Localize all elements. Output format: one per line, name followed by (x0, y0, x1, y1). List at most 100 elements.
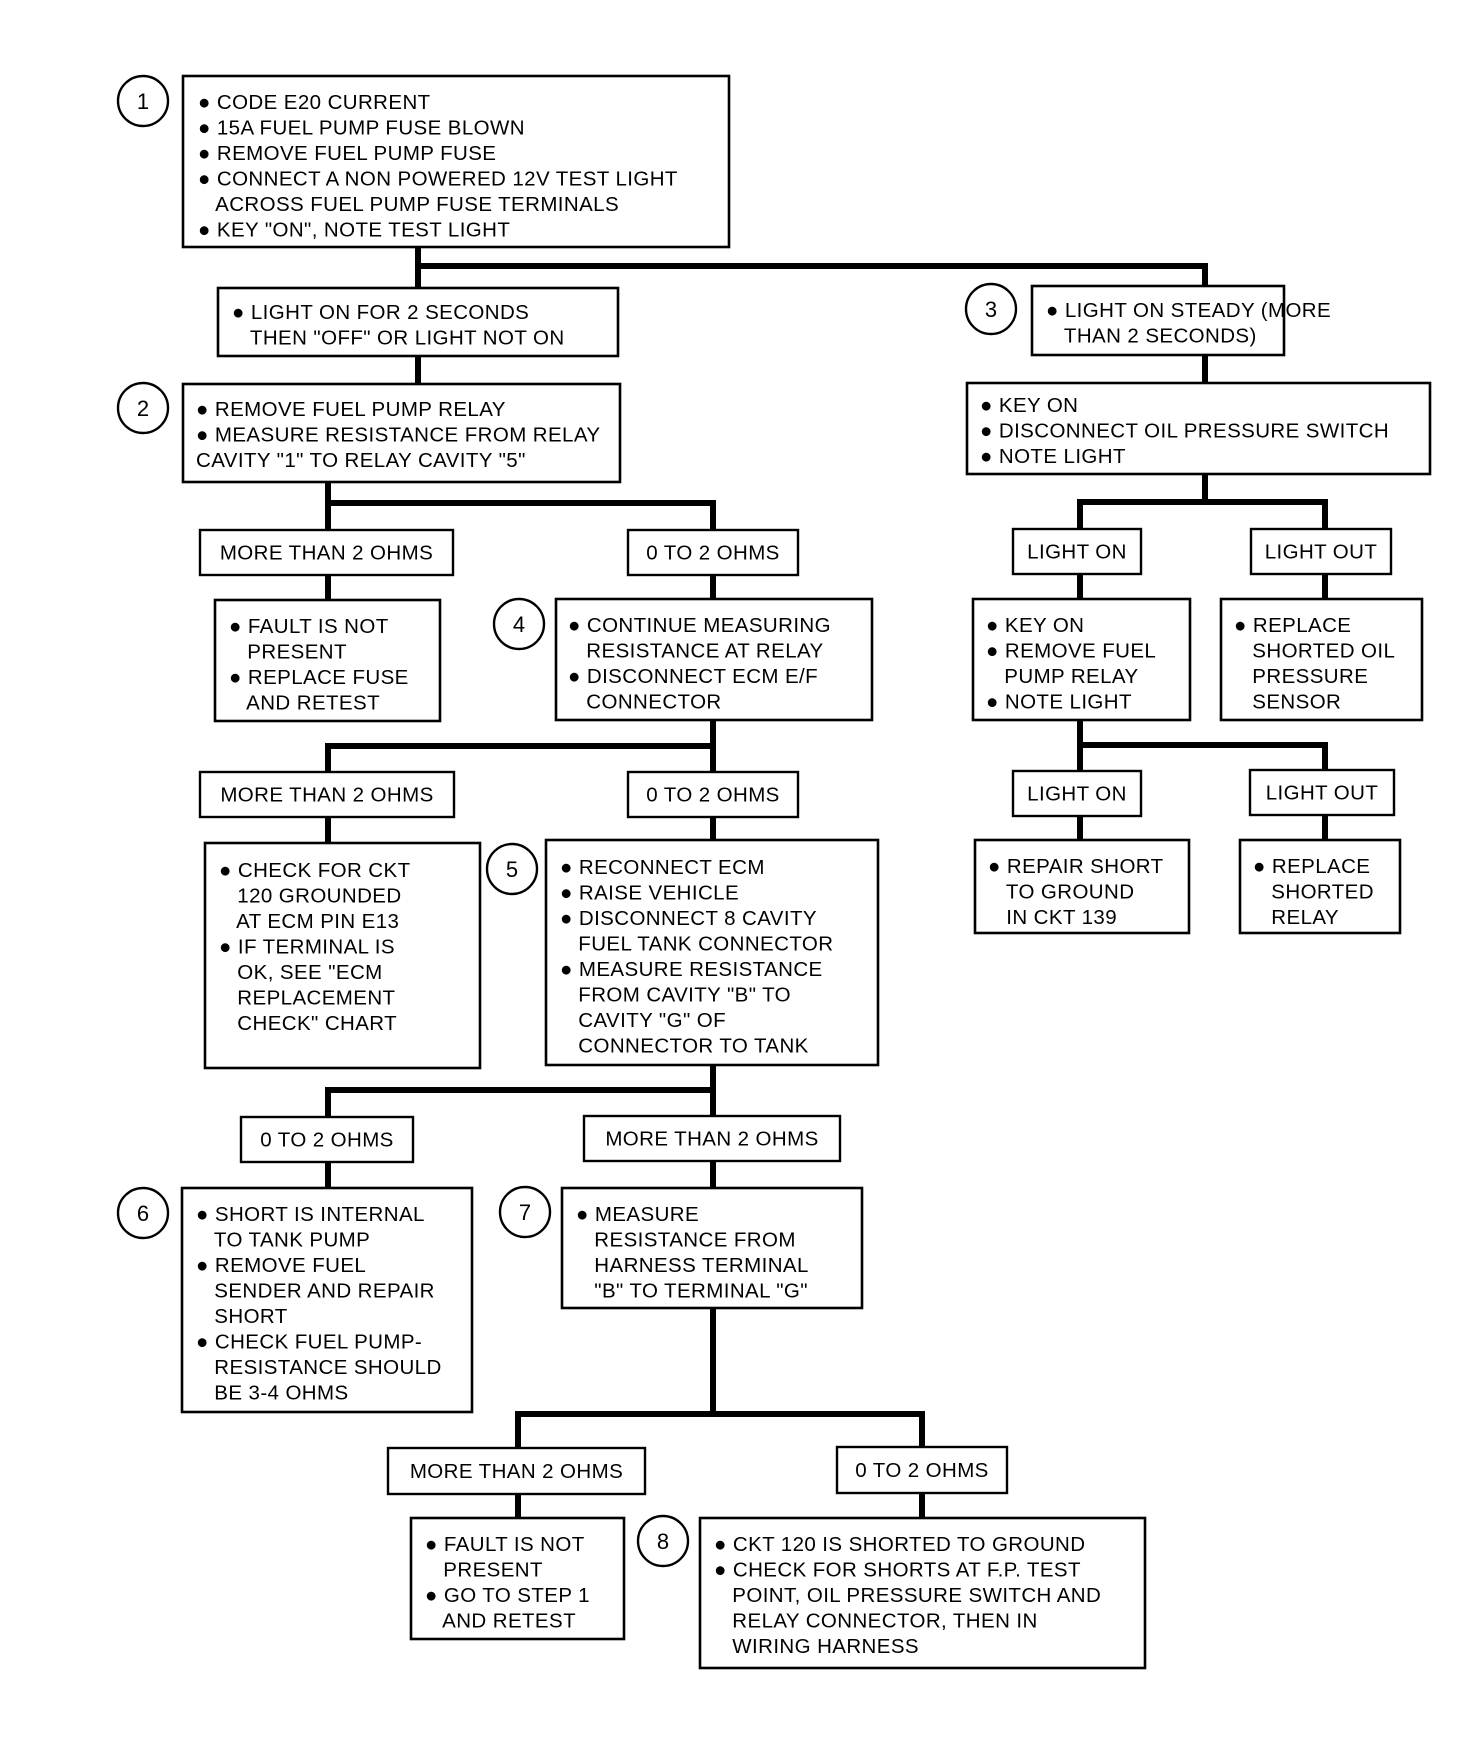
result-line: THEN "OFF" OR LIGHT NOT ON (232, 327, 565, 350)
result-line: AND RETEST (229, 692, 380, 715)
step-line: ● CKT 120 IS SHORTED TO GROUND (714, 1533, 1085, 1556)
step-box-frame (544, 838, 880, 1067)
result-line: ● KEY ON (980, 394, 1078, 417)
branch-label-b_lightout_a: LIGHT OUT (1249, 527, 1393, 576)
result-line: ● IF TERMINAL IS (219, 936, 395, 959)
branch-label-frame (1011, 769, 1143, 818)
result-box-frame (213, 598, 442, 723)
step-s4: ● CONTINUE MEASURING RESISTANCE AT RELAY… (554, 597, 874, 722)
step-line: RESISTANCE FROM (576, 1229, 796, 1252)
branch-label-text: 0 TO 2 OHMS (646, 542, 780, 565)
result-box-frame (409, 1516, 626, 1641)
result-line: ● NOTE LIGHT (980, 445, 1126, 468)
result-line: ● REPLACE (1253, 855, 1370, 878)
step-line: CONNECTOR TO TANK (560, 1035, 809, 1058)
step-line: FROM CAVITY "B" TO (560, 984, 791, 1007)
step-s5: ● RECONNECT ECM● RAISE VEHICLE● DISCONNE… (544, 838, 880, 1067)
step-line: ● DISCONNECT ECM E/F (568, 665, 818, 688)
step-number: 8 (657, 1529, 669, 1554)
step-line: "B" TO TERMINAL "G" (576, 1280, 808, 1303)
result-r_fault2: ● FAULT IS NOT PRESENT● GO TO STEP 1 AND… (409, 1516, 626, 1641)
branch-label-frame (198, 770, 456, 819)
branch-label-b_zero_5: 0 TO 2 OHMS (239, 1115, 415, 1164)
step-line: RESISTANCE AT RELAY (568, 640, 824, 663)
result-box-frame (971, 597, 1192, 722)
step-number-circle (116, 381, 170, 435)
result-line: ● LIGHT ON FOR 2 SECONDS (232, 301, 529, 324)
result-box-frame (216, 286, 620, 358)
branch-label-b_zero_2a: 0 TO 2 OHMS (626, 528, 800, 577)
result-box-frame (203, 841, 482, 1070)
branch-label-frame (582, 1114, 842, 1163)
step-line: ● MEASURE (576, 1203, 699, 1226)
step-line: TO TANK PUMP (196, 1229, 370, 1252)
step-number-circle (485, 842, 539, 896)
step-line: ● CODE E20 CURRENT (198, 91, 431, 114)
step-line: CAVITY "1" TO RELAY CAVITY "5" (196, 449, 526, 472)
step-line: ● DISCONNECT 8 CAVITY (560, 907, 817, 930)
step-line: ● 15A FUEL PUMP FUSE BLOWN (198, 117, 525, 140)
step-number-badge: 2 (116, 381, 170, 435)
branch-label-text: MORE THAN 2 OHMS (605, 1128, 818, 1151)
step-number-badge: 3 (964, 282, 1018, 336)
result-line: SHORTED OIL (1234, 640, 1395, 663)
result-line: SHORTED (1253, 881, 1374, 904)
result-r_relay: ● REPLACE SHORTED RELAY (1238, 838, 1402, 935)
branch-label-b_more_7: MORE THAN 2 OHMS (386, 1446, 647, 1496)
step-number-badge: 8 (636, 1514, 690, 1568)
step-number-badge: 4 (492, 597, 546, 651)
step-line: BE 3-4 OHMS (196, 1382, 349, 1405)
step-line: ● SHORT IS INTERNAL (196, 1203, 425, 1226)
branch-label-text: MORE THAN 2 OHMS (410, 1460, 623, 1483)
step-line: FUEL TANK CONNECTOR (560, 933, 833, 956)
step-line: CAVITY "G" OF (560, 1009, 726, 1032)
result-r_light2: ● LIGHT ON FOR 2 SECONDS THEN "OFF" OR L… (216, 286, 620, 358)
step-s7: ● MEASURE RESISTANCE FROM HARNESS TERMIN… (560, 1186, 864, 1310)
result-line: ● NOTE LIGHT (986, 691, 1132, 714)
branch-label-frame (626, 770, 800, 819)
step-box-frame (560, 1186, 864, 1310)
step-number-badge: 7 (498, 1185, 552, 1239)
step-box-frame (554, 597, 874, 722)
step-line: ACROSS FUEL PUMP FUSE TERMINALS (198, 193, 619, 216)
step-line: RESISTANCE SHOULD (196, 1356, 442, 1379)
step-number: 4 (513, 612, 525, 637)
step-line: ● KEY "ON", NOTE TEST LIGHT (198, 219, 510, 242)
step-number-badge: 6 (116, 1186, 170, 1240)
step-line: WIRING HARNESS (714, 1635, 919, 1658)
result-line: PRESSURE (1234, 665, 1368, 688)
step-s2: ● REMOVE FUEL PUMP RELAY ● MEASURE RESIST… (181, 382, 622, 484)
step-line: HARNESS TERMINAL (576, 1254, 809, 1277)
result-line: RELAY (1253, 906, 1339, 929)
step-line: ● REMOVE FUEL PUMP RELAY (196, 398, 506, 421)
result-line: OK, SEE "ECM (219, 961, 383, 984)
step-number-circle (498, 1185, 552, 1239)
result-line: ● REPLACE FUSE (229, 666, 409, 689)
step-box-frame (698, 1516, 1147, 1670)
branch-label-b_lighton_a: LIGHT ON (1011, 527, 1143, 576)
step-line: SHORT (196, 1305, 288, 1328)
result-line: ● FAULT IS NOT (229, 615, 389, 638)
result-line: AT ECM PIN E13 (219, 910, 399, 933)
result-line: ● REPAIR SHORT (988, 855, 1164, 878)
step-line: ● CHECK FOR SHORTS AT F.P. TEST (714, 1559, 1081, 1582)
flowchart-boxes: ● CODE E20 CURRENT ● 15A FUEL PUMP FUSE B… (180, 74, 1432, 1670)
step-s3: ● LIGHT ON STEADY (MORE THAN 2 SECONDS) (1030, 284, 1331, 357)
step-line: SENDER AND REPAIR (196, 1280, 435, 1303)
branch-label-b_more_5: MORE THAN 2 OHMS (582, 1114, 842, 1163)
branch-label-b_zero_7: 0 TO 2 OHMS (835, 1445, 1009, 1495)
step-line: ● MEASURE RESISTANCE FROM RELAY (196, 424, 600, 447)
step-number-circle (116, 1186, 170, 1240)
branch-label-frame (1011, 527, 1143, 576)
branch-label-frame (1249, 527, 1393, 576)
result-line: TO GROUND (988, 881, 1134, 904)
step-box-frame (1030, 284, 1286, 357)
result-line: ● REMOVE FUEL (986, 640, 1156, 663)
branch-label-frame (386, 1446, 647, 1496)
step-s8: ● CKT 120 IS SHORTED TO GROUND ● CHECK FO… (698, 1516, 1147, 1670)
result-line: PUMP RELAY (986, 665, 1139, 688)
connector-lines (325, 244, 1328, 1521)
result-r_keyon_oil: ● KEY ON● DISCONNECT OIL PRESSURE SWITCH… (965, 381, 1432, 476)
result-line: ● FAULT IS NOT (425, 1533, 585, 1556)
result-line: AND RETEST (425, 1610, 576, 1633)
